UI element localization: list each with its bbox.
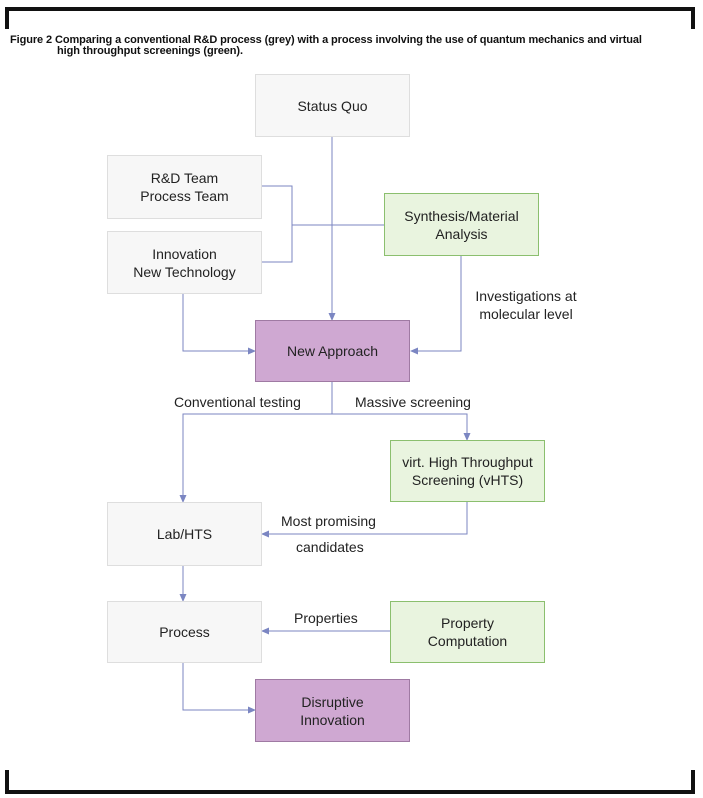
- frame-top-left-tick: [5, 7, 9, 29]
- figure-label: Figure 2: [10, 34, 52, 46]
- investigations-label: Investigations at molecular level: [475, 288, 577, 322]
- properties-label: Properties: [294, 610, 358, 626]
- line-synthesis-to-new-approach: [410, 256, 462, 355]
- line-rd-team-bracket: [262, 185, 293, 263]
- most-promising-label: Most promising: [281, 513, 376, 529]
- conventional-testing-label: Conventional testing: [174, 394, 301, 410]
- lab-hts-box: Lab/HTS: [107, 502, 262, 566]
- rd-team-box: R&D Team Process Team: [107, 155, 262, 219]
- process-box: Process: [107, 601, 262, 663]
- innovation-box: Innovation New Technology: [107, 231, 262, 294]
- frame-bottom-right-tick: [691, 770, 695, 794]
- frame-top-bar: [5, 7, 695, 11]
- status-quo-box: Status Quo: [255, 74, 410, 137]
- frame-top-right-tick: [691, 7, 695, 29]
- massive-screening-label: Massive screening: [355, 394, 471, 410]
- frame-bottom-bar: [5, 790, 695, 794]
- caption-line-1: Comparing a conventional R&D process (gr…: [55, 34, 642, 46]
- candidates-label: candidates: [296, 539, 364, 555]
- new-approach-box: New Approach: [255, 320, 410, 382]
- caption-line-2: high throughput screenings (green).: [57, 45, 243, 57]
- frame-bottom-left-tick: [5, 770, 9, 794]
- property-computation-box: Property Computation: [390, 601, 545, 663]
- line-innovation-to-new-approach: [182, 294, 256, 355]
- disruptive-innovation-box: Disruptive Innovation: [255, 679, 410, 742]
- synthesis-analysis-box: Synthesis/Material Analysis: [384, 193, 539, 256]
- line-conventional-branch: [179, 413, 332, 503]
- line-vhts-to-lab: [261, 502, 468, 538]
- line-process-to-disruptive: [182, 663, 256, 714]
- line-massive-branch: [332, 413, 471, 441]
- vhts-box: virt. High Throughput Screening (vHTS): [390, 440, 545, 502]
